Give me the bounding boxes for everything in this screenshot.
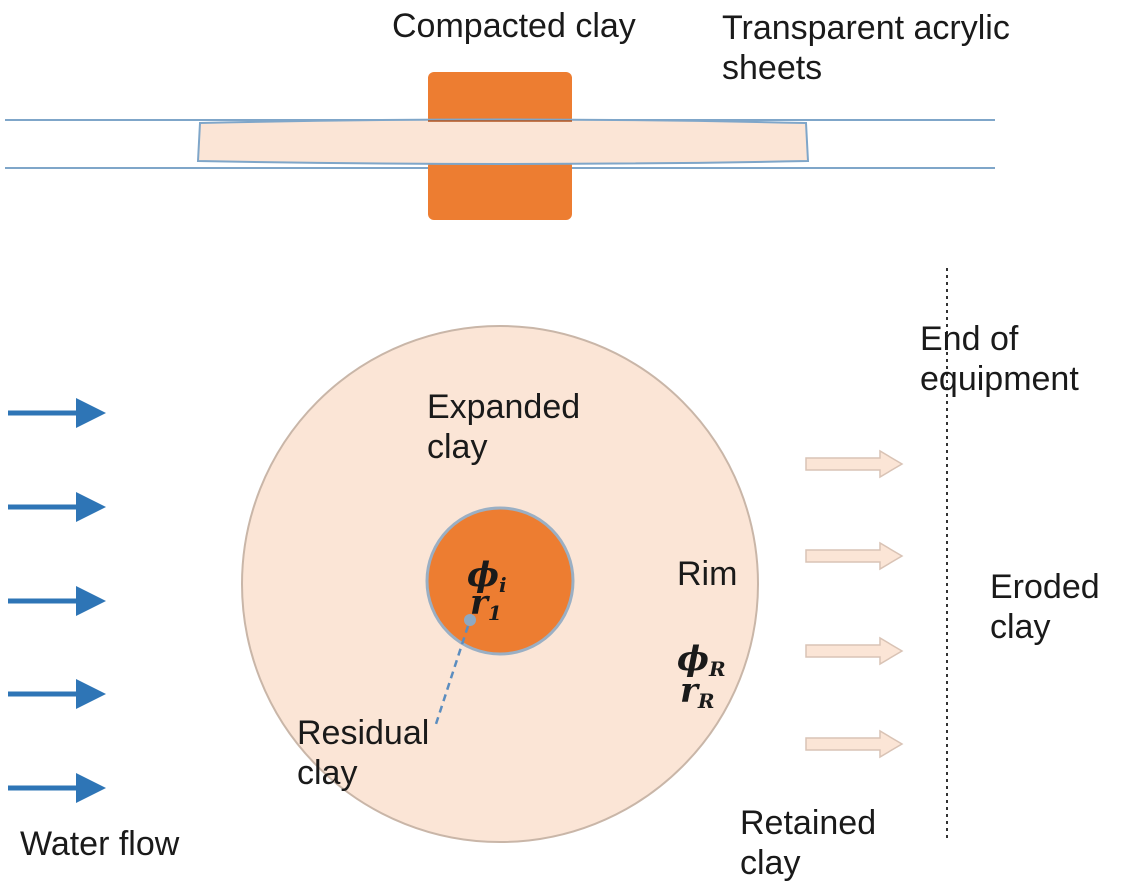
acrylic-sheets-label-line2: sheets	[722, 49, 822, 87]
compacted-clay-bottom-block	[428, 160, 572, 220]
retained-clay-arrow	[805, 636, 904, 666]
expanded-clay-label-line1: Expanded	[427, 388, 580, 426]
retained-clay-arrow	[805, 729, 904, 759]
phi-i-symbol: ϕi	[467, 555, 507, 597]
side-view	[5, 72, 995, 220]
compacted-clay-top-block	[428, 72, 572, 124]
acrylic-sheets-label-line1: Transparent acrylic	[722, 9, 1010, 47]
residual-clay-marker	[464, 614, 476, 626]
retained-clay-arrow	[805, 449, 904, 479]
plan-view	[8, 268, 948, 843]
residual-clay-label-line2: clay	[297, 754, 357, 792]
end-of-equipment-label-line2: equipment	[920, 360, 1079, 398]
water-flow-label: Water flow	[20, 825, 180, 863]
expanded-clay-layer	[196, 118, 810, 165]
retained-clay-label-line1: Retained	[740, 804, 876, 842]
r-r-symbol: rR	[680, 671, 715, 713]
expanded-clay-label-line2: clay	[427, 428, 487, 466]
phi-r-symbol: ϕR	[677, 639, 726, 681]
end-of-equipment-label-line1: End of	[920, 320, 1019, 358]
rim-label: Rim	[677, 555, 737, 593]
residual-clay-core	[425, 506, 575, 656]
residual-clay-label-line1: Residual	[297, 714, 429, 752]
retained-clay-label-line2: clay	[740, 844, 800, 882]
eroded-clay-label-line2: clay	[990, 608, 1050, 646]
residual-clay-leader	[434, 625, 470, 725]
eroded-clay-label-line1: Eroded	[990, 568, 1100, 606]
compacted-clay-label: Compacted clay	[392, 7, 636, 45]
retained-clay-arrow	[805, 541, 904, 571]
r1-symbol: r1	[470, 583, 502, 625]
